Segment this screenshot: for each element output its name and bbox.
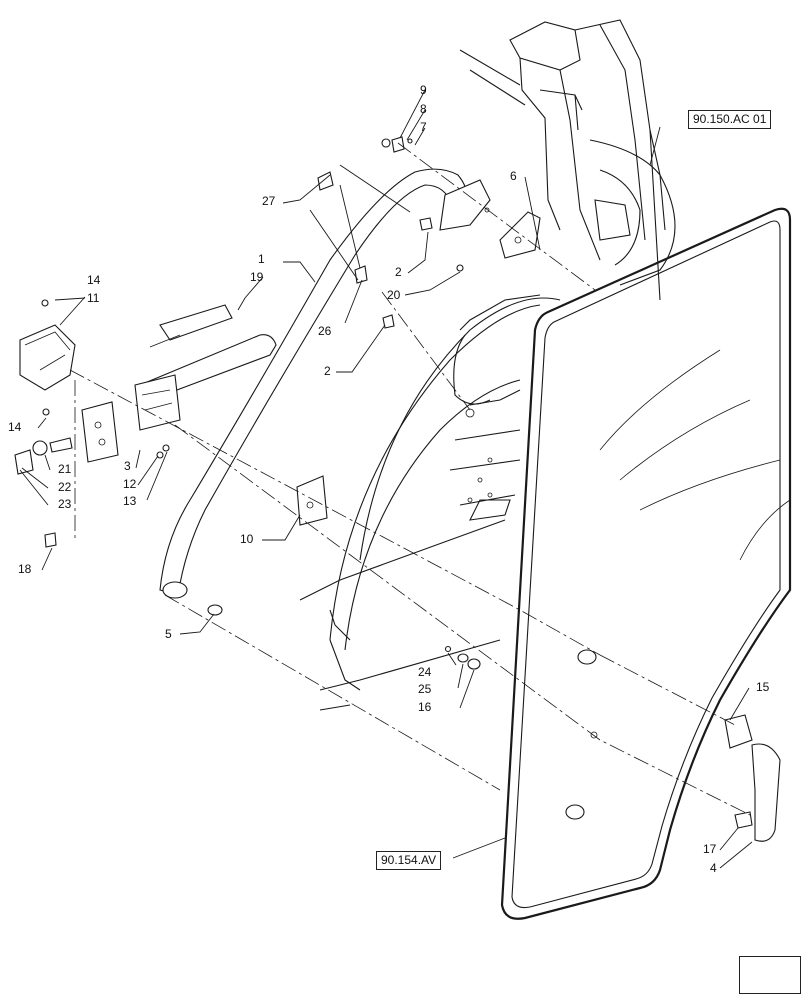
callout-7: 7 [420,120,427,134]
callout-13: 13 [123,494,137,508]
callout-6: 6 [510,169,517,183]
window-reference-link[interactable]: 90.154.AV [376,851,442,870]
callout-14a: 14 [87,273,101,287]
leader-lines [19,89,753,869]
callout-labels: 1 2 2 3 4 5 6 7 8 9 10 11 12 13 14 14 15… [8,83,770,875]
callout-20: 20 [387,288,401,302]
callout-2a: 2 [395,265,402,279]
alignment-lines [69,142,751,816]
callout-18: 18 [18,562,32,576]
callout-8: 8 [420,102,427,116]
cab-reference-text: 90.150.AC 01 [693,112,767,126]
callout-22: 22 [58,480,72,494]
callout-5: 5 [165,627,172,641]
callout-26: 26 [318,324,332,338]
callout-23: 23 [58,497,72,511]
grab-rail [139,168,491,599]
window-reference-text: 90.154.AV [381,853,437,867]
callout-15: 15 [756,680,770,694]
callout-19: 19 [250,270,264,284]
callout-4: 4 [710,861,717,875]
callout-14b: 14 [8,420,22,434]
callout-12: 12 [123,477,137,491]
callout-21: 21 [58,462,72,476]
callout-11: 11 [87,291,100,305]
door-glass-panel [500,207,792,920]
callout-24: 24 [418,665,432,679]
callout-2b: 2 [324,364,331,378]
cab-reference-link[interactable]: 90.150.AC 01 [688,110,772,129]
callout-9: 9 [420,83,427,97]
latch-assembly [14,299,233,548]
small-parts [207,136,781,842]
callout-1: 1 [258,252,265,266]
callout-25: 25 [418,682,432,696]
callout-16: 16 [418,700,432,714]
callout-17: 17 [703,842,717,856]
callout-27: 27 [262,194,276,208]
cab-frame [299,19,676,711]
callout-10: 10 [240,532,254,546]
next-page-button[interactable] [739,956,801,994]
callout-3: 3 [124,459,131,473]
